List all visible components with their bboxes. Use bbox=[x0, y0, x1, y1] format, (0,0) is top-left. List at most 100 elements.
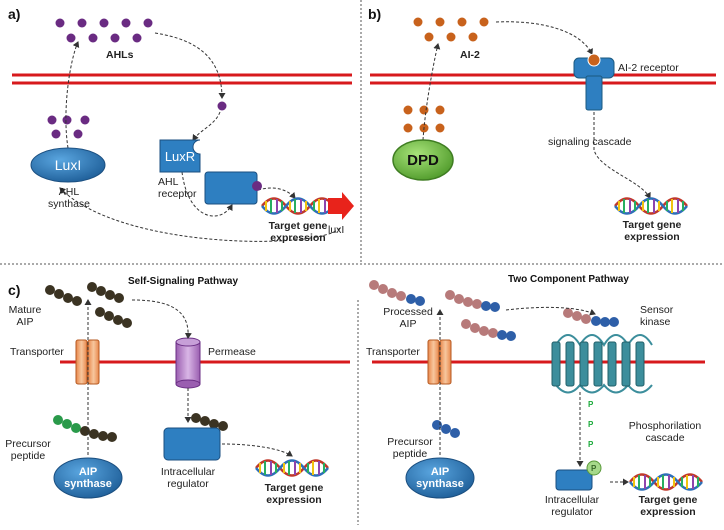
precursor-left-line1: Precursor bbox=[5, 438, 51, 450]
target-gene-b-line2: expression bbox=[624, 231, 680, 243]
aip-synthase-right-line1: AIP bbox=[430, 466, 450, 478]
luxr-label: LuxR bbox=[164, 148, 196, 164]
p-label-bound: P bbox=[591, 464, 597, 473]
arrow-luxi-to-ahls bbox=[65, 41, 80, 149]
target-gene-b-line1: Target gene bbox=[622, 219, 682, 231]
regulator-left-line2: regulator bbox=[167, 478, 209, 490]
arrow-ahl-to-luxr bbox=[192, 111, 221, 141]
dpd-label: DPD bbox=[407, 151, 439, 169]
processed-aip-line2: AIP bbox=[399, 318, 417, 330]
ahl-synthase-line2: synthase bbox=[47, 198, 91, 210]
luxr-ahl-complex bbox=[204, 171, 258, 205]
precursor-left-line2: peptide bbox=[10, 450, 46, 462]
aip-synthase-right-line2: synthase bbox=[416, 478, 464, 490]
processed-aip-beads bbox=[369, 280, 619, 341]
arrow-regulator-to-dna-left bbox=[221, 443, 293, 457]
luxi-label: LuxI bbox=[54, 157, 82, 173]
two-component-title: Two Component Pathway bbox=[508, 274, 629, 285]
ahls-label: AHLs bbox=[106, 49, 134, 61]
arrow-processed-to-kinase bbox=[505, 306, 596, 316]
ahl-receptor-line2: receptor bbox=[158, 188, 197, 200]
ahl-molecules-outside bbox=[55, 18, 153, 43]
arrow-cascade bbox=[593, 112, 651, 199]
aip-synthase-left-line1: AIP bbox=[78, 466, 98, 478]
luxi-gene-label: luxI bbox=[328, 224, 345, 236]
target-c-right-line1: Target gene bbox=[638, 494, 698, 506]
regulator-right-line1: Intracellular bbox=[544, 494, 600, 506]
regulator-box-left bbox=[163, 427, 221, 461]
permease bbox=[175, 337, 201, 389]
arrow-luxi-feedback bbox=[59, 187, 341, 242]
dna-helix-a bbox=[260, 197, 336, 215]
arrow-complex-to-dna bbox=[257, 187, 296, 199]
regulator-right-line2: regulator bbox=[551, 506, 593, 518]
transporter-label-left: Transporter bbox=[10, 346, 64, 358]
ai2-receptor bbox=[573, 57, 615, 111]
processed-aip-line1: Processed bbox=[383, 306, 433, 318]
permease-label: Permease bbox=[208, 346, 256, 358]
phosphate-bubble bbox=[586, 460, 602, 476]
panel-label-c: c) bbox=[8, 282, 21, 298]
bound-ahl bbox=[252, 181, 262, 191]
target-c-left-line2: expression bbox=[266, 494, 322, 506]
precursor-right-line1: Precursor bbox=[387, 436, 433, 448]
transporter-right bbox=[427, 339, 452, 385]
luxr-shape bbox=[159, 139, 201, 173]
dpd-ellipse bbox=[392, 139, 454, 181]
target-gene-a-line2: expression bbox=[270, 232, 326, 244]
transporter-label-right: Transporter bbox=[366, 346, 420, 358]
mature-aip-line2: AIP bbox=[16, 316, 34, 328]
aip-synthase-left-line2: synthase bbox=[64, 478, 112, 490]
signaling-cascade-label: signaling cascade bbox=[548, 136, 632, 148]
dna-helix-b bbox=[613, 197, 689, 215]
aip-synthase-left bbox=[53, 457, 123, 499]
luxi-label-wrap: LuxI bbox=[31, 148, 105, 182]
bound-ai2 bbox=[587, 53, 601, 67]
dna-helix-c-right bbox=[628, 473, 704, 491]
ai2-label: AI-2 bbox=[460, 49, 480, 61]
phospho-line1: Phosphorilation bbox=[628, 420, 702, 432]
mature-aip-line1: Mature bbox=[8, 304, 42, 316]
precursor-right-line2: peptide bbox=[392, 448, 428, 460]
membrane-b bbox=[370, 73, 716, 85]
luxi-ellipse bbox=[30, 147, 106, 183]
precursor-peptide-beads bbox=[53, 415, 117, 442]
dpd-label-wrap: DPD bbox=[393, 140, 453, 180]
ahl-molecules-inside bbox=[47, 101, 227, 139]
regulator-box-right bbox=[555, 469, 593, 491]
panel-label-b: b) bbox=[368, 6, 382, 22]
membrane-a bbox=[12, 73, 352, 85]
sensor-kinase-line2: kinase bbox=[640, 316, 671, 328]
dna-helix-c-left bbox=[254, 459, 330, 477]
p-label-2: P bbox=[588, 420, 594, 429]
transporter-left bbox=[75, 339, 100, 385]
luxi-gene-arrow bbox=[328, 192, 354, 220]
luxr-label-wrap: LuxR bbox=[160, 140, 200, 172]
p-label-3: P bbox=[588, 440, 594, 449]
target-c-right-line2: expression bbox=[640, 506, 696, 518]
mature-aip-beads bbox=[45, 282, 132, 328]
ai2-molecules-outside bbox=[413, 17, 489, 42]
internal-aip-beads bbox=[191, 413, 228, 431]
panel-label-a: a) bbox=[8, 6, 21, 22]
arrow-mature-to-permease bbox=[131, 299, 192, 339]
arrow-ahls-to-inside bbox=[154, 32, 226, 99]
target-gene-a-line1: Target gene bbox=[268, 220, 328, 232]
self-signaling-title: Self-Signaling Pathway bbox=[128, 276, 239, 287]
